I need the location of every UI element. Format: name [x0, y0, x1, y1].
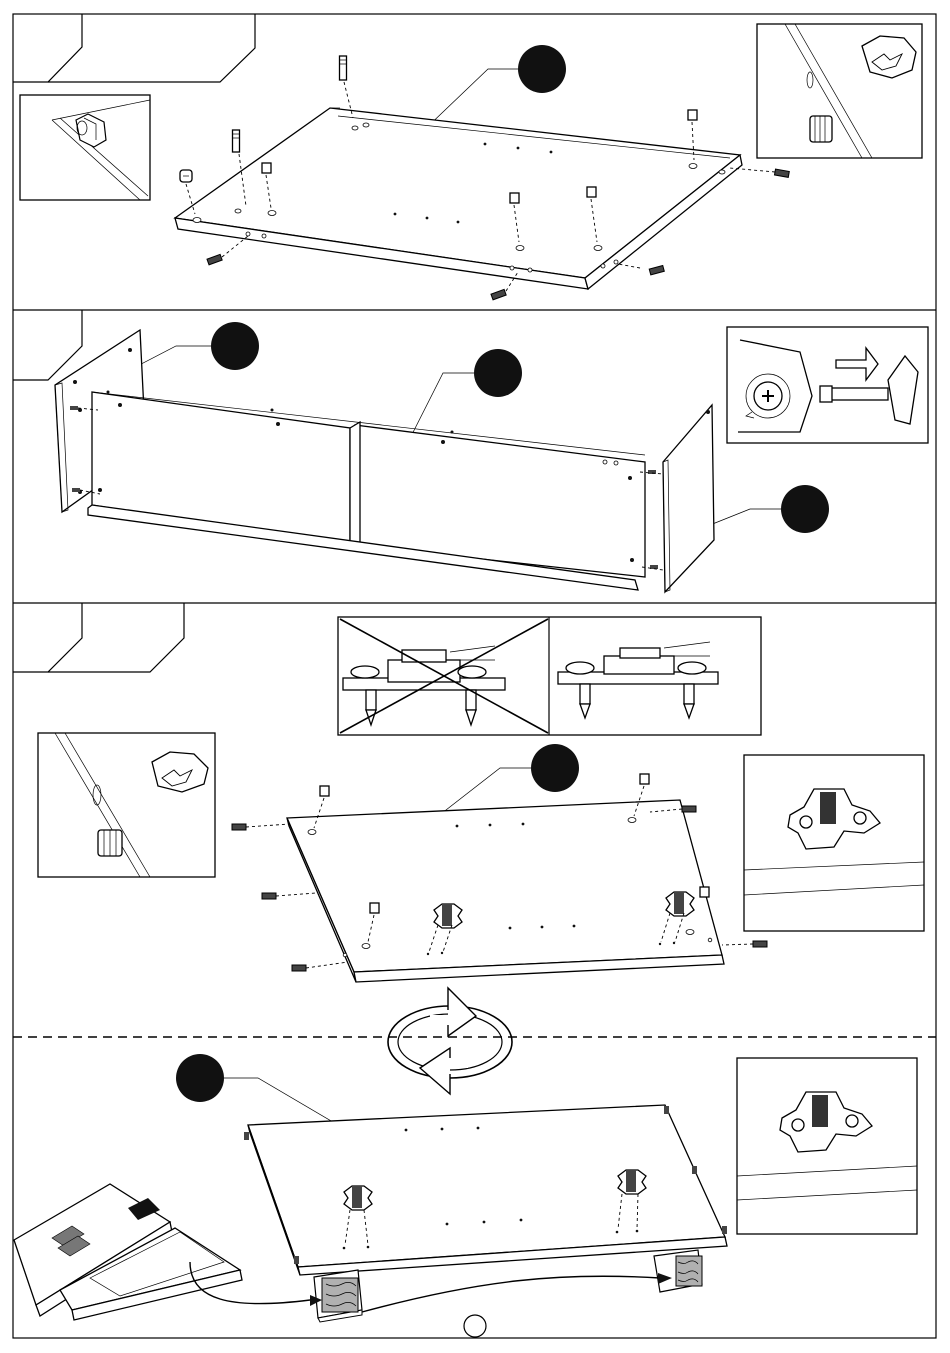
part-marker-a: [518, 45, 566, 93]
detail-inset-hinge-plate: [744, 755, 924, 931]
dowel-icon: [98, 830, 122, 856]
side-panel-right: [663, 405, 714, 592]
part-marker-c: [474, 349, 522, 397]
part-marker-e: [531, 744, 579, 792]
wood-support-block-right: [654, 1250, 702, 1292]
detail-inset-dowel-2: [38, 733, 215, 877]
board-panel-1: [175, 108, 742, 289]
part-marker-f: [176, 1054, 224, 1102]
step-3-section: [13, 603, 924, 1094]
page-number-badge: [464, 1315, 486, 1337]
step-2-label-tab: [13, 310, 82, 380]
step-1-label-tab: [13, 14, 255, 82]
step-3-label-tab: [13, 603, 184, 672]
step-2-section: [13, 310, 928, 592]
part-marker-b: [211, 322, 259, 370]
detail-inset-cam-housing: [20, 95, 150, 200]
back-panel: [88, 391, 645, 591]
detail-inset-hinge-plate-2: [737, 1058, 917, 1234]
screwdriver-icon: [862, 36, 916, 78]
board-panel-4: [244, 1105, 727, 1275]
hinge-comparison-panel: [338, 617, 761, 735]
wood-support-block-left: [314, 1270, 362, 1322]
part-marker-d: [781, 485, 829, 533]
detail-inset-tighten: [727, 327, 928, 443]
rotate-arrows-icon: [388, 988, 512, 1094]
dowel-icon: [810, 116, 832, 142]
board-panel-3: [287, 800, 724, 982]
packaging-box: [14, 1184, 242, 1320]
step-4-section: [14, 1054, 917, 1337]
detail-inset-dowel: [757, 24, 922, 158]
placement-arrows: [190, 1262, 672, 1312]
step-1-section: [13, 14, 922, 300]
